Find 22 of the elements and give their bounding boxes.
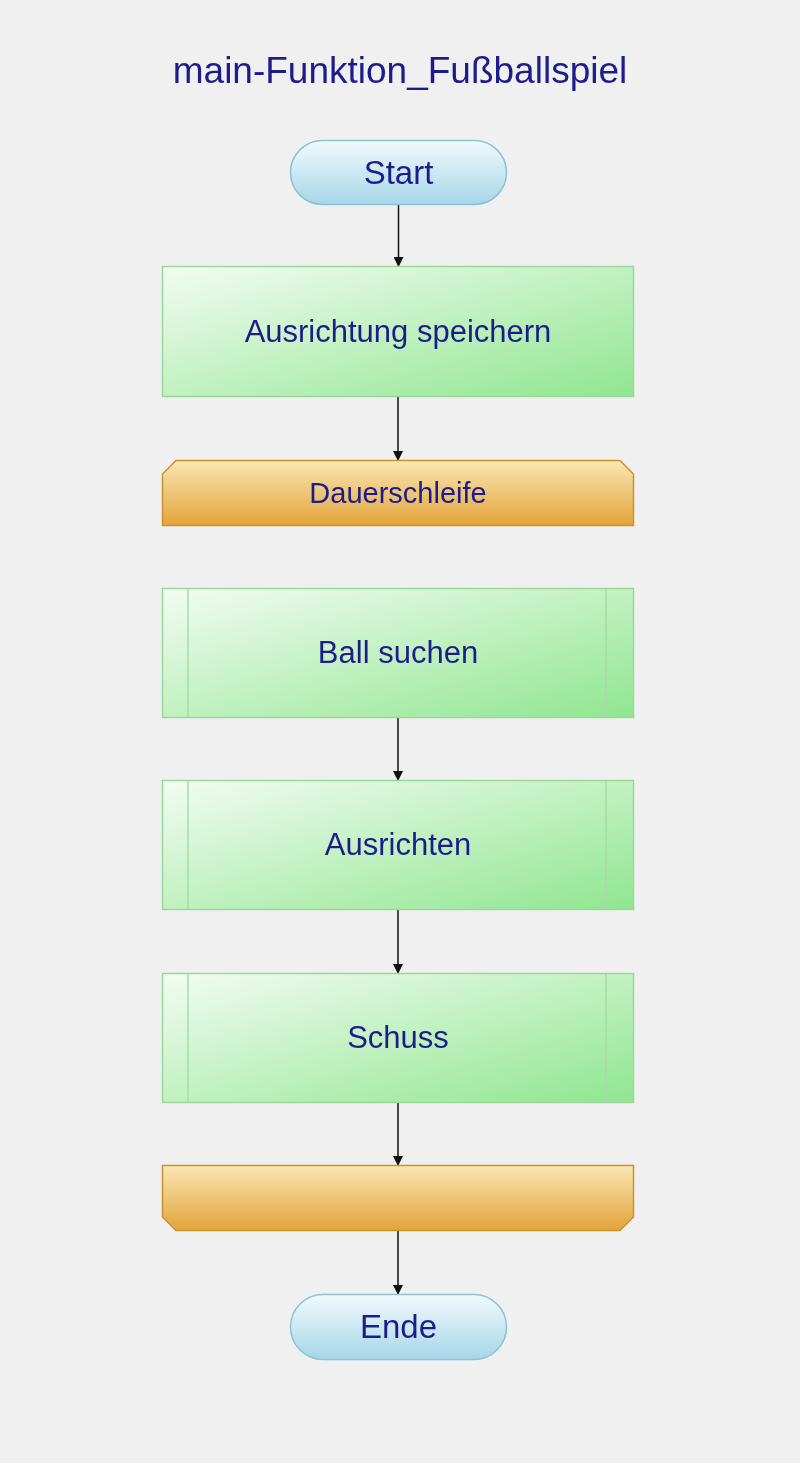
arrow (393, 1102, 403, 1166)
node-label: Start (363, 153, 434, 192)
terminal-pill (290, 1294, 507, 1360)
node-label: Ende (359, 1308, 438, 1346)
subroutine-box (162, 973, 634, 1103)
arrow (393, 909, 403, 974)
node-label: Schuss (347, 1020, 449, 1056)
node-label: Ausrichtung speichern (244, 313, 552, 350)
diagram-title: main-Funktion_Fußballspiel (172, 50, 628, 91)
node-label: Ausrichten (324, 827, 472, 863)
terminal-pill (290, 140, 507, 205)
subroutine-box (162, 780, 634, 910)
node-label: Ball suchen (317, 635, 479, 671)
node-label: Dauerschleife (309, 476, 487, 510)
process-box (162, 266, 634, 397)
arrow (393, 396, 403, 461)
arrow (393, 204, 404, 267)
loop-end-box (162, 1165, 634, 1231)
loop-start-box (162, 460, 634, 526)
subroutine-box (162, 588, 634, 718)
arrow (393, 717, 403, 781)
arrow (393, 1230, 403, 1295)
